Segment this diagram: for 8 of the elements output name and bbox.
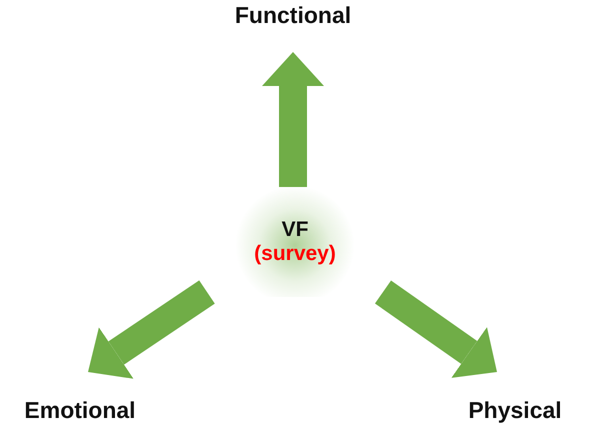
block-arrow xyxy=(88,280,215,379)
dimension-label: Physical xyxy=(440,372,590,424)
block-arrow xyxy=(374,280,497,378)
dimension-label: Emotional xyxy=(0,372,160,424)
dimension-label: Functional xyxy=(218,2,368,52)
block-arrow xyxy=(262,52,324,187)
center-label: VF xyxy=(282,218,308,242)
center-sublabel: (survey) xyxy=(254,242,336,266)
